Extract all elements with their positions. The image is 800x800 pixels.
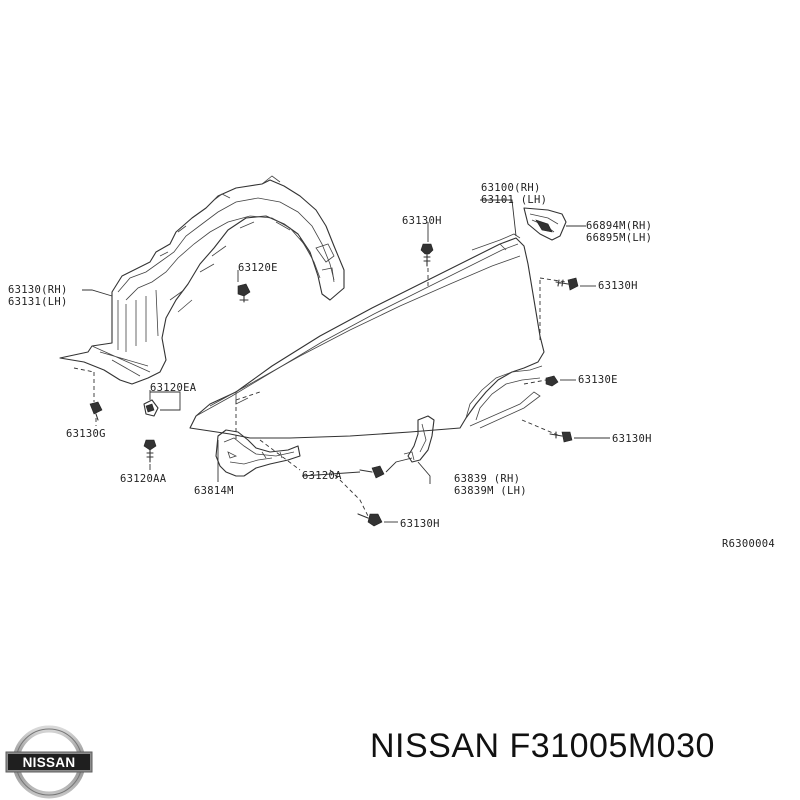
bolt-63130h-top (420, 243, 434, 267)
label-screw-63130g: 63130G (66, 428, 106, 440)
label-bolt-top: 63130H (402, 215, 442, 227)
product-title: NISSAN F31005M030 (370, 727, 715, 765)
bolt-63130h-bottom (357, 513, 383, 527)
bolt-63130h-rear-lower (549, 431, 573, 443)
label-protector-rh: 63130(RH) (8, 284, 68, 296)
leader-lines (73, 199, 610, 523)
label-screw-63120aa: 63120AA (120, 473, 167, 485)
figure-code: R6300004 (722, 538, 775, 550)
screw-63120aa (143, 439, 157, 463)
nissan-logo: NISSAN (5, 725, 93, 799)
wheel-arch-protector (59, 175, 345, 385)
clip-63130e (545, 375, 559, 387)
label-clip-63120e: 63120E (238, 262, 278, 274)
label-bolt-rear-upper: 63130H (598, 280, 638, 292)
clip-63120e (237, 283, 251, 303)
label-bolt-bottom: 63130H (400, 518, 440, 530)
label-clip-63120ea: 63120EA (150, 382, 197, 394)
logo-text: NISSAN (23, 755, 76, 770)
label-bolt-rear-lower: 63130H (612, 433, 652, 445)
label-bracket-63814m: 63814M (194, 485, 234, 497)
bolt-63130h-rear-upper (555, 277, 579, 291)
screw-63120a (359, 465, 385, 479)
label-protector-lh: 63131(LH) (8, 296, 68, 308)
fender-trim-piece (523, 207, 567, 241)
screw-63130g (89, 401, 103, 421)
label-mudguard-rh: 63839 (RH) (454, 473, 520, 485)
label-clip-63130e: 63130E (578, 374, 618, 386)
label-screw-63120a: 63120A (302, 470, 342, 482)
label-fender-lh: 63101 (LH) (481, 194, 547, 206)
label-fender-rh: 63100(RH) (481, 182, 541, 194)
fender-bracket (215, 429, 301, 477)
callout-labels: 63100(RH) 63101 (LH) 63130H 66894M(RH) 6… (8, 182, 775, 550)
clip-63120ea (143, 399, 159, 417)
label-trim-rh: 66894M(RH) (586, 220, 652, 232)
fasteners (89, 243, 579, 527)
mud-guard (403, 415, 435, 463)
label-trim-lh: 66895M(LH) (586, 232, 652, 244)
label-mudguard-lh: 63839M (LH) (454, 485, 527, 497)
front-fender-panel (189, 233, 545, 439)
